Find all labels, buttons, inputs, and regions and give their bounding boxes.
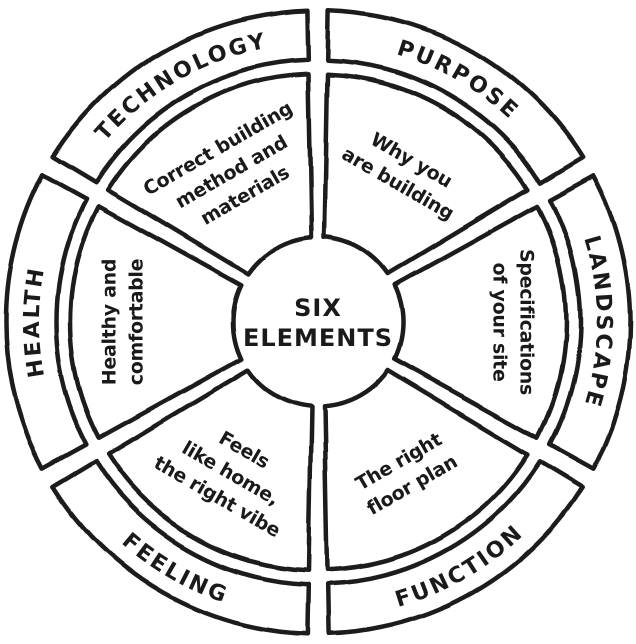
health-description-line: comfortable (126, 259, 148, 385)
center-title-line: ELEMENTS (243, 324, 393, 352)
health-ring-label: HEALTH (20, 265, 50, 380)
health-description-line: Healthy and (99, 259, 121, 385)
purpose-outer-band (325, 7, 585, 185)
center-title-line: SIX (294, 294, 342, 322)
technology-outer-band (51, 7, 311, 185)
feeling-outer-band (51, 459, 311, 637)
health-outer-band (3, 173, 89, 471)
function-outer-band (325, 459, 585, 637)
landscape-description-line: of your site (489, 262, 511, 381)
health-inner-sector (67, 204, 244, 440)
technology-inner-sector (105, 71, 314, 277)
landscape-inner-sector (392, 204, 569, 440)
landscape-description-line: Specifications (516, 249, 538, 395)
feeling-inner-sector (105, 367, 314, 573)
function-inner-sector (322, 367, 531, 573)
wheel-shapes (3, 7, 633, 637)
landscape-outer-band (547, 173, 633, 471)
purpose-inner-sector (322, 71, 531, 277)
